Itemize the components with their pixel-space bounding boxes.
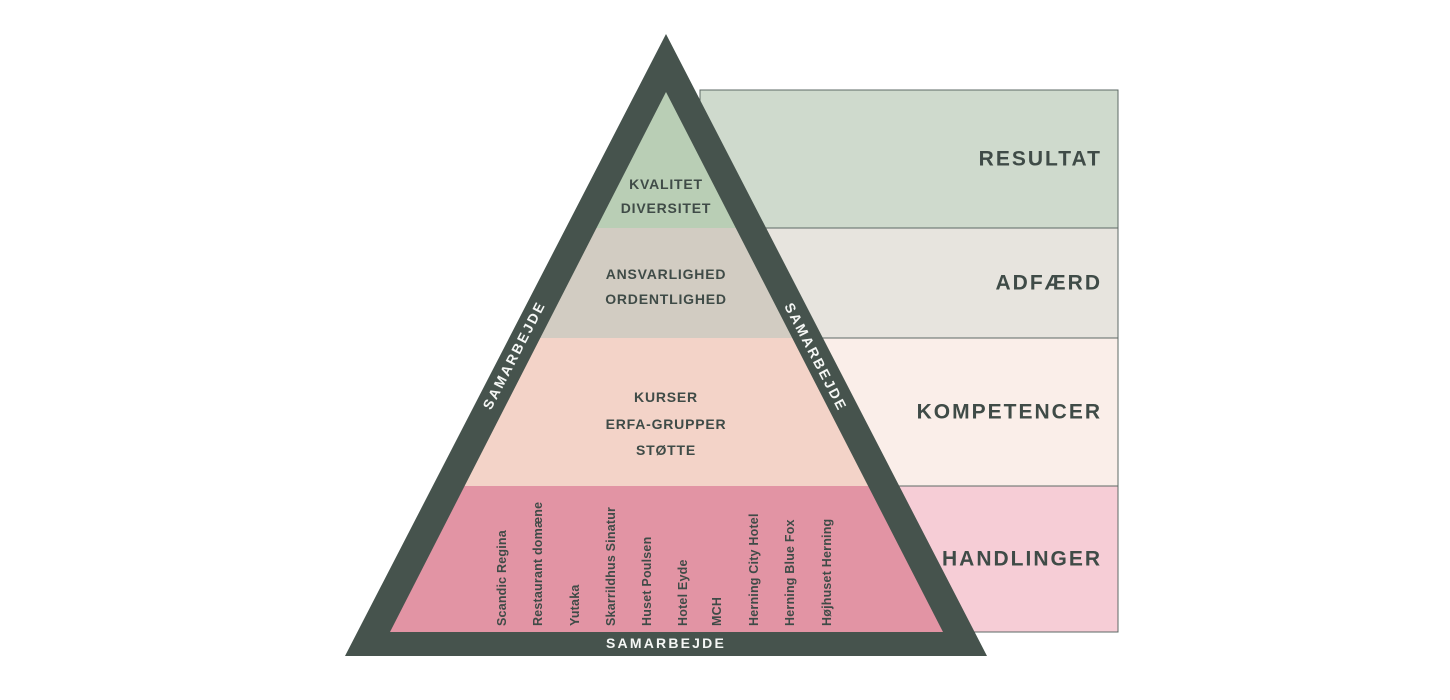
band-label-handlinger: HANDLINGER [942,548,1102,571]
band-label-kompetencer: KOMPETENCER [917,401,1102,424]
company-label: Herning City Hotel [747,513,761,626]
level-handlinger [390,486,943,632]
company-label: Herning Blue Fox [783,519,797,626]
company-label: Højhuset Herning [820,519,834,626]
company-label: Scandic Regina [495,529,509,626]
level2-item-ansvarlighed: ANSVARLIGHED [606,266,727,282]
level3-item-stoette: STØTTE [636,442,696,458]
band-resultat [699,89,1119,229]
company-label: MCH [710,597,724,626]
level1-item-kvalitet: KVALITET [629,176,703,192]
company-label: Hotel Eyde [676,559,690,626]
company-list: Scandic Regina Restaurant domæne Yutaka … [495,502,834,626]
company-label: Yutaka [568,584,582,626]
band-label-adfaerd: ADFÆRD [996,272,1103,295]
company-label: Restaurant domæne [531,502,545,626]
band-label-resultat: RESULTAT [979,148,1102,171]
level2-item-ordentlighed: ORDENTLIGHED [605,291,727,307]
level3-item-erfa-grupper: ERFA-GRUPPER [606,416,727,432]
level3-item-kurser: KURSER [634,389,698,405]
edge-label-bottom: SAMARBEJDE [606,635,726,651]
company-label: Huset Poulsen [640,537,654,626]
level1-item-diversitet: DIVERSITET [621,200,711,216]
company-label: Skarrildhus Sinatur [604,507,618,626]
